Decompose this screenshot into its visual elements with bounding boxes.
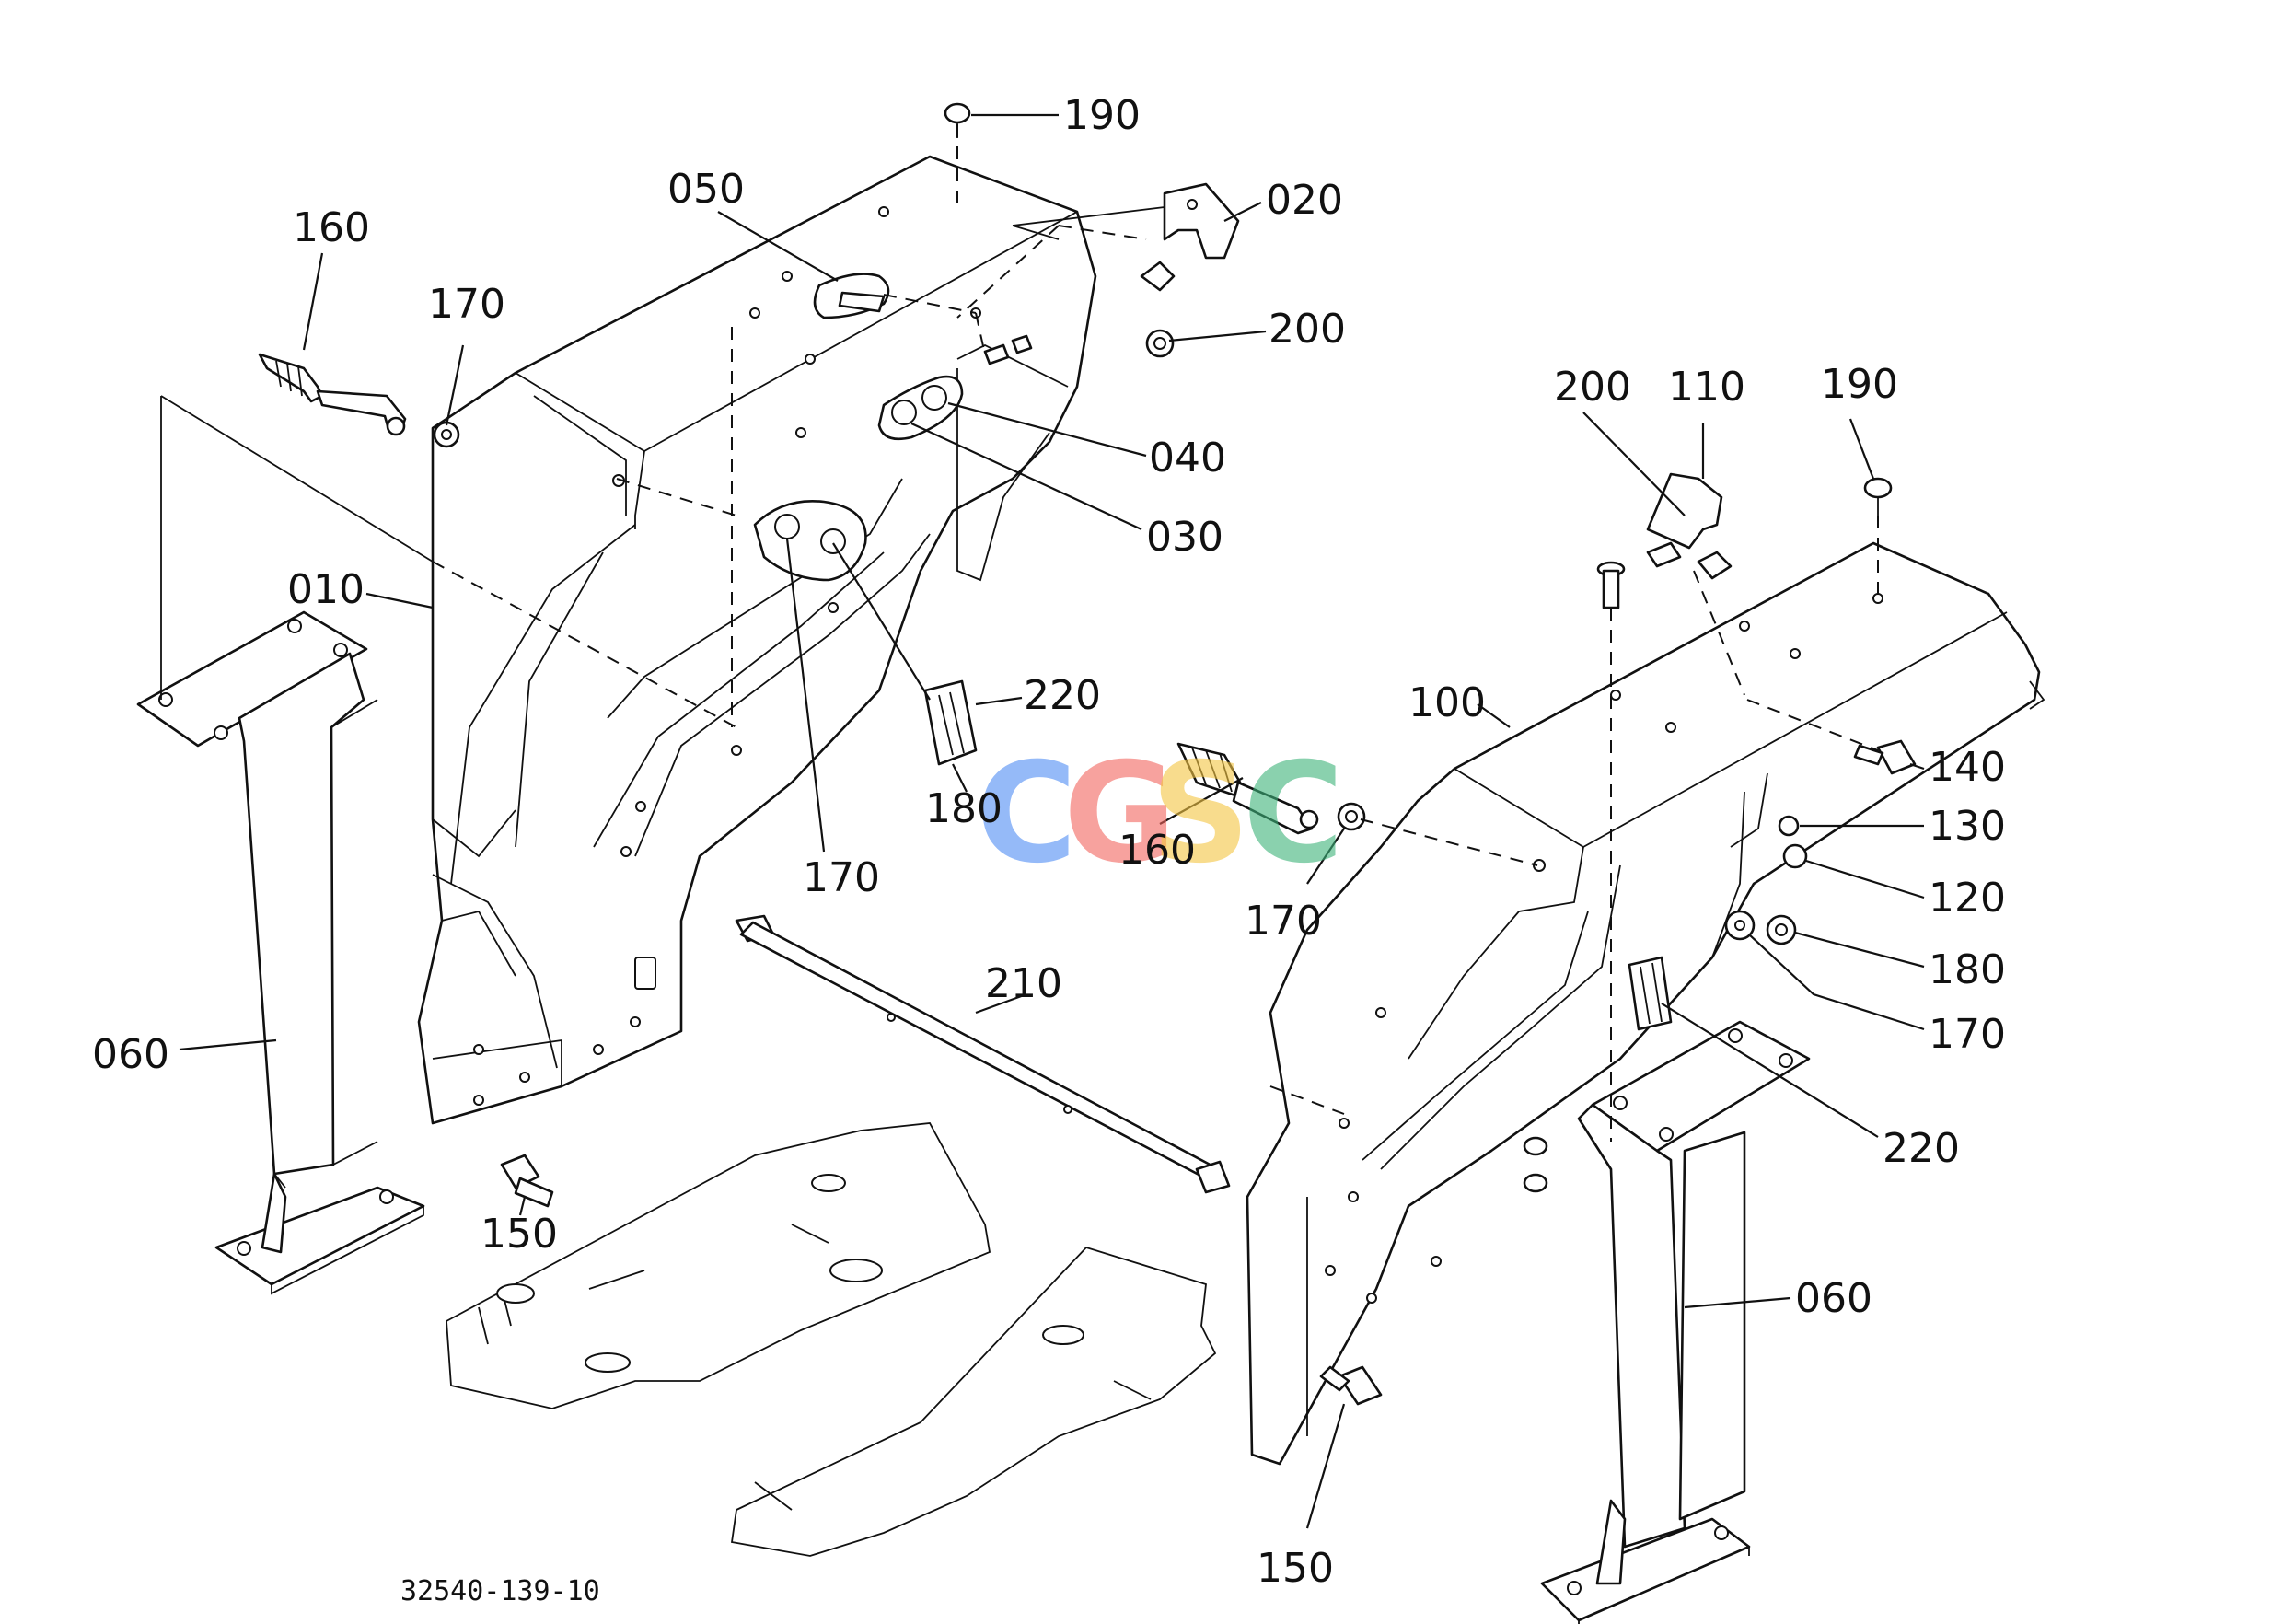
bolt-140 bbox=[1853, 739, 1917, 775]
support-leg-right bbox=[1540, 1020, 1811, 1624]
stay-rod-210 bbox=[735, 914, 1231, 1194]
callout-050: 050 bbox=[667, 166, 745, 213]
cable-160-left bbox=[258, 353, 460, 448]
callout-190: 190 bbox=[1821, 361, 1898, 408]
callout-130: 130 bbox=[1929, 803, 2006, 850]
floor-plate-right bbox=[730, 1246, 1217, 1557]
callout-060: 060 bbox=[92, 1031, 169, 1078]
callout-200: 200 bbox=[1554, 364, 1631, 411]
bolt-vertical-right bbox=[1596, 561, 1626, 609]
floor-plate-left bbox=[446, 1122, 991, 1409]
watermark-letter-2: G bbox=[1063, 734, 1176, 894]
callout-120: 120 bbox=[1929, 875, 2006, 922]
rubber-block-220-right bbox=[1628, 956, 1673, 1031]
watermark-letter-1: C bbox=[976, 734, 1077, 894]
nut-120 bbox=[1782, 843, 1808, 869]
callout-220: 220 bbox=[1883, 1125, 1960, 1172]
watermark-logo: C G S C bbox=[976, 734, 1344, 894]
callout-150: 150 bbox=[1257, 1545, 1334, 1592]
bracket-020 bbox=[1140, 182, 1240, 292]
callout-170: 170 bbox=[803, 854, 880, 901]
cable-160-right bbox=[1176, 742, 1366, 835]
callout-170: 170 bbox=[1929, 1011, 2006, 1058]
fender-left bbox=[417, 155, 1097, 1125]
callout-010: 010 bbox=[287, 566, 365, 613]
callout-220: 220 bbox=[1024, 672, 1101, 719]
leader-lines bbox=[179, 113, 1925, 1529]
callout-020: 020 bbox=[1266, 177, 1343, 224]
bolt-150-right bbox=[1319, 1365, 1383, 1406]
nuts-lower-right bbox=[1523, 1136, 1548, 1193]
callout-180: 180 bbox=[925, 785, 1002, 832]
callout-040: 040 bbox=[1149, 435, 1226, 481]
support-leg-left bbox=[136, 610, 425, 1295]
drawing-number: 32540-139-10 bbox=[400, 1575, 600, 1607]
callout-200: 200 bbox=[1269, 306, 1346, 353]
callout-160: 160 bbox=[293, 204, 370, 251]
callout-100: 100 bbox=[1408, 679, 1486, 726]
callout-160: 160 bbox=[1118, 827, 1196, 874]
callout-170: 170 bbox=[428, 281, 505, 328]
callout-030: 030 bbox=[1146, 514, 1223, 561]
small-bolts bbox=[983, 334, 1033, 365]
callout-140: 140 bbox=[1929, 744, 2006, 791]
callout-190: 190 bbox=[1063, 92, 1141, 139]
rubber-block-220-left bbox=[923, 679, 978, 766]
callout-150: 150 bbox=[481, 1211, 558, 1258]
callout-060: 060 bbox=[1795, 1275, 1872, 1322]
watermark-letter-4: C bbox=[1243, 734, 1344, 894]
callout-180: 180 bbox=[1929, 946, 2006, 993]
nut-200-top bbox=[1145, 329, 1175, 358]
nut-130 bbox=[1778, 815, 1800, 837]
assembly-lines bbox=[160, 124, 1879, 1142]
callout-210: 210 bbox=[985, 960, 1062, 1007]
callout-170: 170 bbox=[1245, 898, 1322, 945]
stud-050 bbox=[838, 291, 886, 313]
watermark-letter-3: S bbox=[1151, 734, 1250, 894]
callout-110: 110 bbox=[1668, 364, 1745, 411]
bracket-110 bbox=[1646, 472, 1733, 580]
nut-180-right bbox=[1766, 914, 1797, 945]
pin-190-right bbox=[1863, 477, 1893, 516]
bolt-150-left bbox=[500, 1154, 554, 1208]
callout-labels: 190 020 050 160 170 200 040 030 010 220 … bbox=[92, 92, 2006, 1592]
washer-170-right bbox=[1724, 910, 1756, 941]
